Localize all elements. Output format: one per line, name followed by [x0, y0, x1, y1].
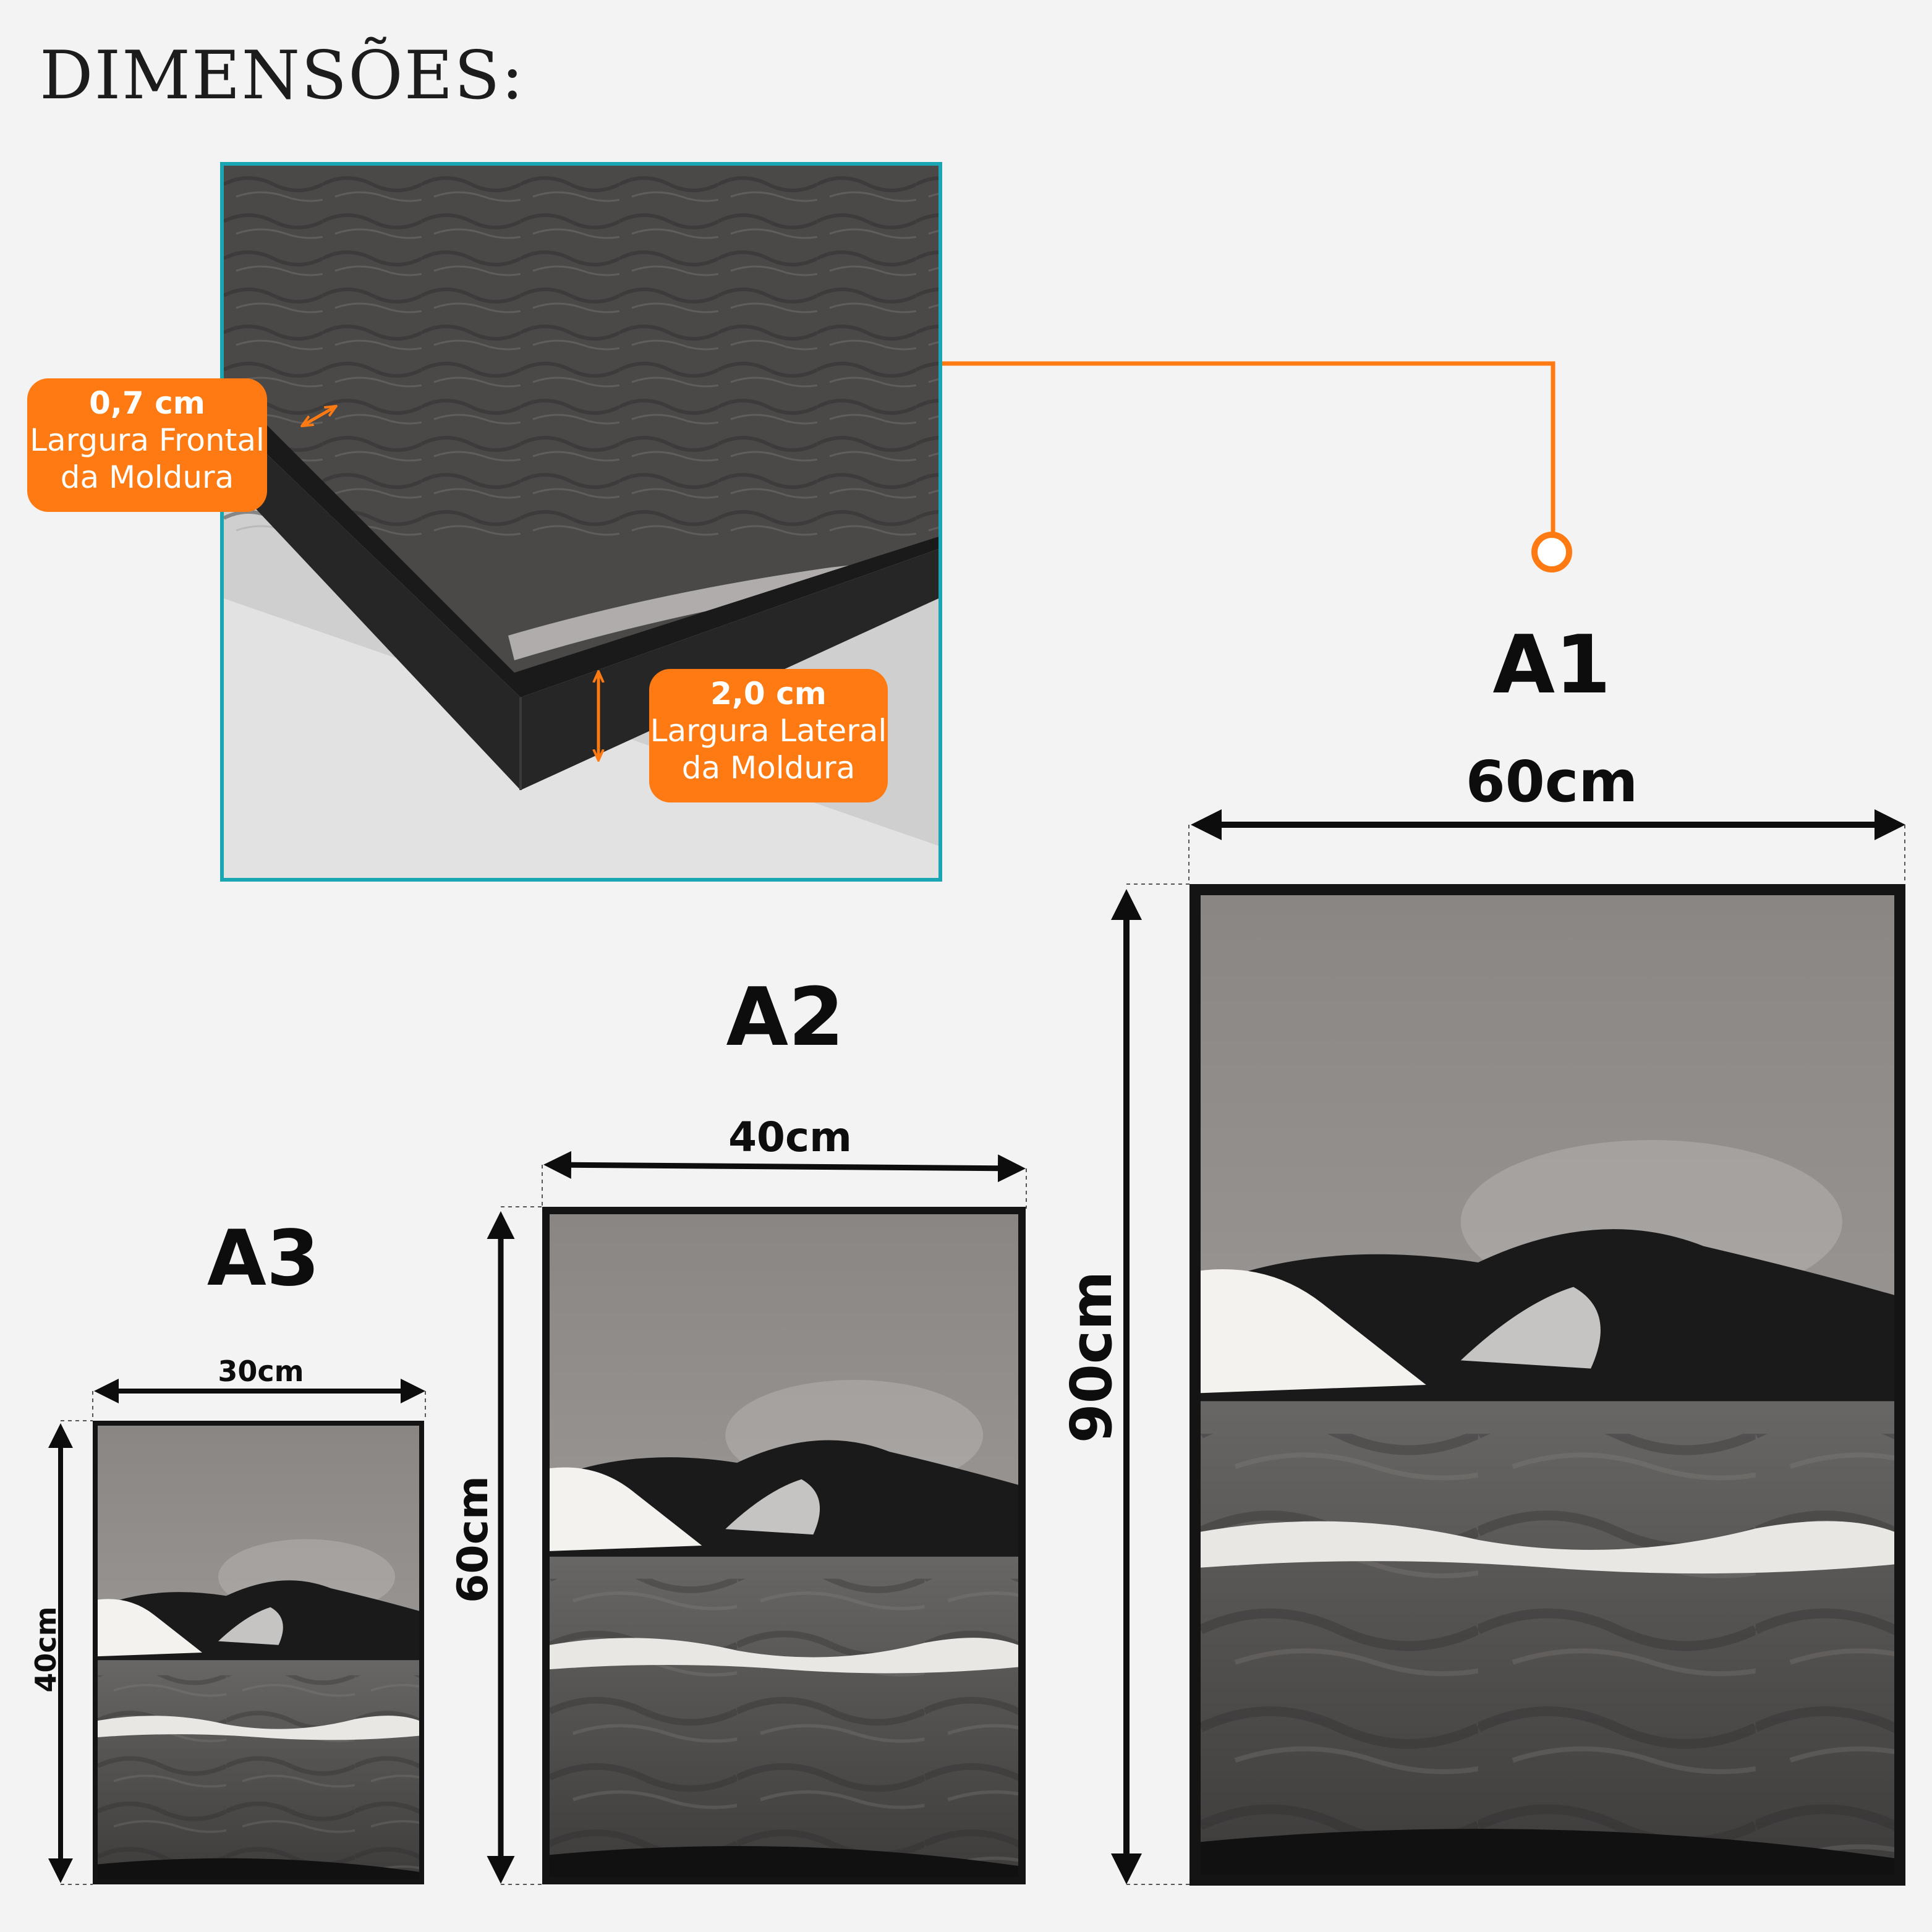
size-name-a3: A3	[206, 1214, 320, 1303]
poster-a3	[93, 1421, 424, 1884]
width-label-a3: 30cm	[218, 1355, 304, 1388]
callout-side-line1: Largura Lateral	[650, 713, 887, 749]
size-name-a2: A2	[726, 970, 845, 1064]
poster-a1	[1189, 884, 1905, 1886]
poster-a2	[542, 1207, 1026, 1884]
callout-side-value: 2,0 cm	[710, 676, 827, 712]
callout-front-width: 0,7 cm Largura Frontal da Moldura	[27, 378, 267, 512]
height-label-a1: 90cm	[1058, 1270, 1125, 1444]
height-label-a3: 40cm	[29, 1606, 62, 1693]
width-label-a2: 40cm	[728, 1113, 852, 1161]
callout-front-line2: da Moldura	[60, 459, 234, 495]
page-title: DIMENSÕES:	[40, 37, 525, 114]
height-label-a2: 60cm	[449, 1476, 498, 1603]
poster-a3-artwork	[98, 1426, 419, 1879]
width-label-a1: 60cm	[1465, 749, 1638, 815]
poster-a2-artwork	[550, 1214, 1018, 1877]
callout-side-width: 2,0 cm Largura Lateral da Moldura	[649, 669, 888, 802]
callout-front-line1: Largura Frontal	[30, 422, 265, 458]
callout-side-line2: da Moldura	[681, 750, 856, 786]
size-name-a1: A1	[1492, 618, 1611, 712]
callout-front-value: 0,7 cm	[89, 385, 205, 421]
frame-detail-image	[220, 162, 942, 882]
poster-a1-artwork	[1201, 895, 1894, 1875]
